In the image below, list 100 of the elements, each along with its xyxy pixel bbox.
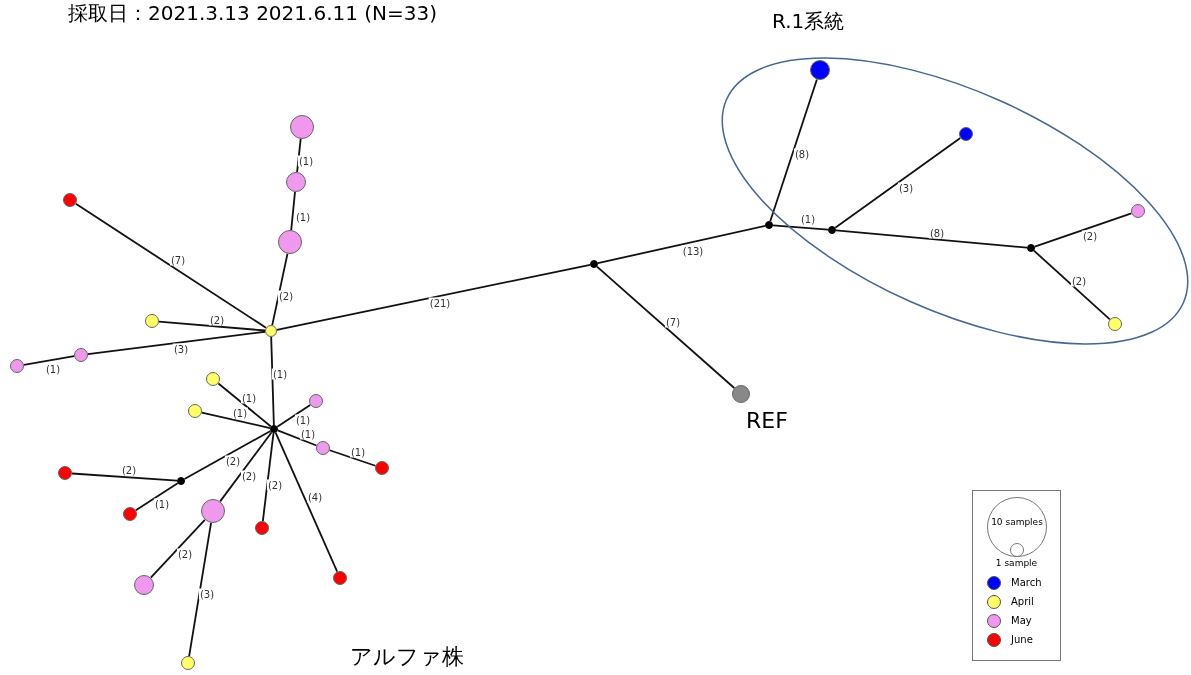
connector-line — [217, 382, 272, 428]
connector-line — [135, 482, 179, 512]
connector-line — [261, 432, 275, 522]
edge-label: (2) — [277, 290, 295, 302]
haplotype-circle — [63, 193, 77, 207]
haplotype-circle — [810, 60, 830, 80]
node-caption: REF — [746, 408, 788, 433]
legend-label: 1 sample — [994, 558, 1039, 568]
legend-label: June — [1011, 633, 1033, 647]
haplotype-circle — [278, 230, 302, 254]
junction-dot — [765, 221, 773, 229]
edge-label: (1) — [153, 498, 171, 510]
connector-line — [188, 521, 212, 657]
haplotype-circle — [188, 404, 202, 418]
junction-dot — [828, 226, 836, 234]
connector-line — [276, 429, 318, 447]
connector-line — [200, 411, 271, 429]
haplotype-circle — [309, 394, 323, 408]
edge-label: (21) — [428, 297, 452, 309]
junction-dot — [1027, 244, 1035, 252]
haplotype-circle — [959, 127, 973, 141]
connector-line — [219, 431, 273, 503]
connector-line — [74, 202, 267, 329]
edge-label: (7) — [664, 316, 682, 328]
connector-line — [183, 430, 272, 480]
edge-label: (2) — [266, 479, 284, 491]
haplotype-circle — [255, 521, 269, 535]
edge-label: (2) — [1070, 275, 1088, 287]
connector-line — [274, 431, 339, 573]
connector-line — [769, 78, 818, 223]
connector-line — [596, 265, 736, 389]
chart-title: 採取日：2021.3.13 2021.6.11 (N=33) — [68, 0, 438, 27]
edge-label: (3) — [198, 588, 216, 600]
connector-line — [23, 355, 75, 366]
haplotype-circle — [316, 441, 330, 455]
cluster-heading: R.1系統 — [772, 8, 845, 35]
edge-label: (2) — [120, 464, 138, 476]
edge-label: (4) — [306, 491, 324, 503]
legend-label: May — [1011, 614, 1032, 628]
haplotype-circle — [74, 348, 88, 362]
edge-label: (13) — [681, 245, 705, 257]
haplotype-circle — [333, 571, 347, 585]
haplotype-circle — [123, 507, 137, 521]
haplotype-circle — [1108, 317, 1122, 331]
edge-label: (1) — [44, 363, 62, 375]
edge-label: (1) — [271, 368, 289, 380]
connector-line — [296, 138, 302, 173]
edge-label: (2) — [208, 314, 226, 326]
haplotype-circle — [286, 172, 306, 192]
edge-label: (1) — [299, 428, 317, 440]
haplotype-circle — [206, 372, 220, 386]
edge-label: (2) — [1081, 230, 1099, 242]
edge-label: (2) — [224, 455, 242, 467]
junction-dot — [177, 477, 185, 485]
junction-dot — [590, 260, 598, 268]
haplotype-circle — [265, 325, 277, 337]
connector-line — [270, 336, 275, 426]
legend-label: 10 samples — [991, 517, 1043, 527]
haplotype-circle — [10, 359, 24, 373]
connector-line — [149, 518, 206, 579]
haplotype-circle — [375, 461, 389, 475]
reference-circle — [732, 385, 750, 403]
junction-dot — [270, 425, 278, 433]
edge-label: (1) — [231, 407, 249, 419]
connector-line — [834, 137, 962, 229]
connector-line — [772, 224, 829, 231]
connector-line — [276, 263, 591, 331]
haplotype-circle — [145, 314, 159, 328]
edge-label: (3) — [172, 343, 190, 355]
edge-label: (8) — [928, 227, 946, 239]
edge-label: (1) — [349, 446, 367, 458]
edge-label: (1) — [294, 211, 312, 223]
haplotype-circle — [1131, 204, 1145, 218]
edge-label: (3) — [897, 182, 915, 194]
connector-line — [276, 404, 312, 428]
haplotype-circle — [201, 499, 225, 523]
edge-label: (2) — [240, 470, 258, 482]
edge-label: (7) — [169, 254, 187, 266]
connector-line — [1033, 212, 1133, 248]
connector-line — [597, 224, 766, 265]
edge-label: (1) — [799, 213, 817, 225]
edge-label: (8) — [793, 148, 811, 160]
haplotype-circle — [58, 466, 72, 480]
legend-label: March — [1011, 576, 1042, 590]
connector-line — [71, 472, 178, 482]
haplotype-circle — [290, 115, 314, 139]
edge-label: (1) — [297, 155, 315, 167]
connector-line — [271, 252, 289, 327]
haplotype-circle — [181, 656, 195, 670]
connector-line — [87, 330, 266, 355]
legend-label: April — [1011, 595, 1034, 609]
connector-line — [158, 320, 266, 332]
connector-line — [328, 449, 377, 467]
connector-line — [290, 191, 296, 231]
edge-label: (1) — [240, 392, 258, 404]
haplotype-circle — [134, 575, 154, 595]
edge-label: (1) — [294, 414, 312, 426]
group-label: アルファ株 — [350, 643, 464, 671]
edge-label: (2) — [176, 548, 194, 560]
connector-line — [1033, 249, 1111, 321]
